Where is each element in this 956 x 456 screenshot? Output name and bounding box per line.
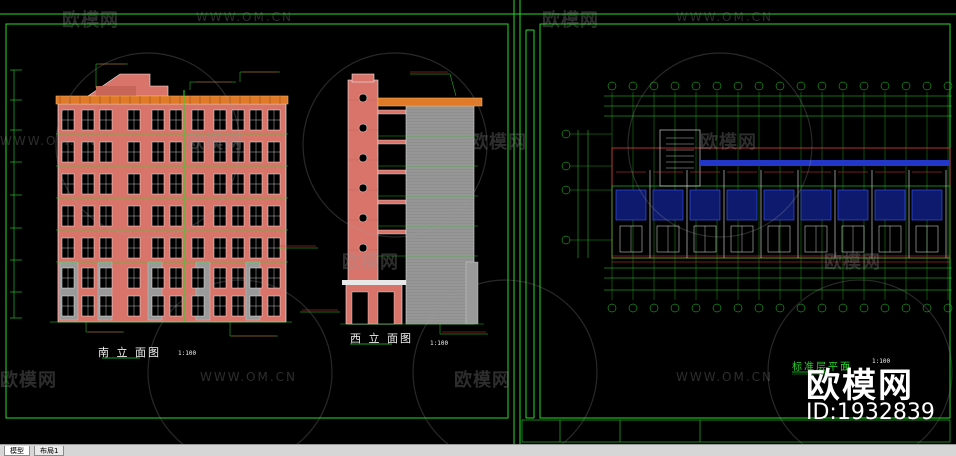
watermark-brand: 欧模网 bbox=[542, 10, 599, 31]
watermark-brand: 欧模网 bbox=[0, 370, 57, 391]
south-elevation-scale: 1:100 bbox=[178, 350, 197, 357]
west-elevation bbox=[278, 71, 488, 345]
watermark-circles bbox=[55, 52, 953, 444]
tab-layout1[interactable]: 布局1 bbox=[34, 446, 65, 456]
cad-model-space[interactable]: 南 立 面图 1:100 西 立 面图 1:100 标准层平面 1:100 欧模… bbox=[0, 0, 956, 444]
south-elevation-windows bbox=[61, 109, 281, 317]
watermark-id: ID:1932839 bbox=[806, 400, 935, 425]
watermark-url: WWW.OM.CN bbox=[196, 10, 294, 24]
watermark-brand-large: 欧模网 bbox=[806, 366, 914, 406]
west-elevation-siding bbox=[406, 107, 474, 322]
south-elevation bbox=[10, 63, 292, 359]
sheet-frames bbox=[0, 0, 956, 444]
layout-tab-bar: 模型 布局1 bbox=[0, 444, 956, 456]
watermark-url: WWW.OM.CN bbox=[200, 370, 298, 384]
floor-plan-scale: 1:100 bbox=[872, 358, 891, 365]
watermark-url: WWW.OM.CN bbox=[0, 134, 98, 148]
plan-unit-modules bbox=[615, 170, 947, 258]
floor-plan-title: 标准层平面 bbox=[792, 362, 852, 373]
watermark-brand: 欧模网 bbox=[62, 10, 119, 31]
cad-drawing bbox=[0, 0, 956, 444]
watermark-brand: 欧模网 bbox=[454, 370, 511, 391]
tab-model[interactable]: 模型 bbox=[4, 446, 30, 456]
watermark-brand: 欧模网 bbox=[186, 132, 243, 153]
standard-floor-plan bbox=[561, 81, 953, 375]
watermark-url: WWW.OM.CN bbox=[676, 370, 774, 384]
watermark-brand: 欧模网 bbox=[700, 132, 757, 153]
south-elevation-title: 南 立 面图 bbox=[98, 346, 161, 359]
title-block bbox=[521, 419, 951, 443]
watermark-brand: 欧模网 bbox=[470, 132, 527, 153]
watermark-brand: 欧模网 bbox=[342, 252, 399, 273]
west-elevation-title: 西 立 面图 bbox=[350, 332, 413, 345]
watermark-brand: 欧模网 bbox=[824, 252, 881, 273]
watermark-url: WWW.OM.CN bbox=[676, 10, 774, 24]
west-elevation-scale: 1:100 bbox=[430, 340, 449, 347]
